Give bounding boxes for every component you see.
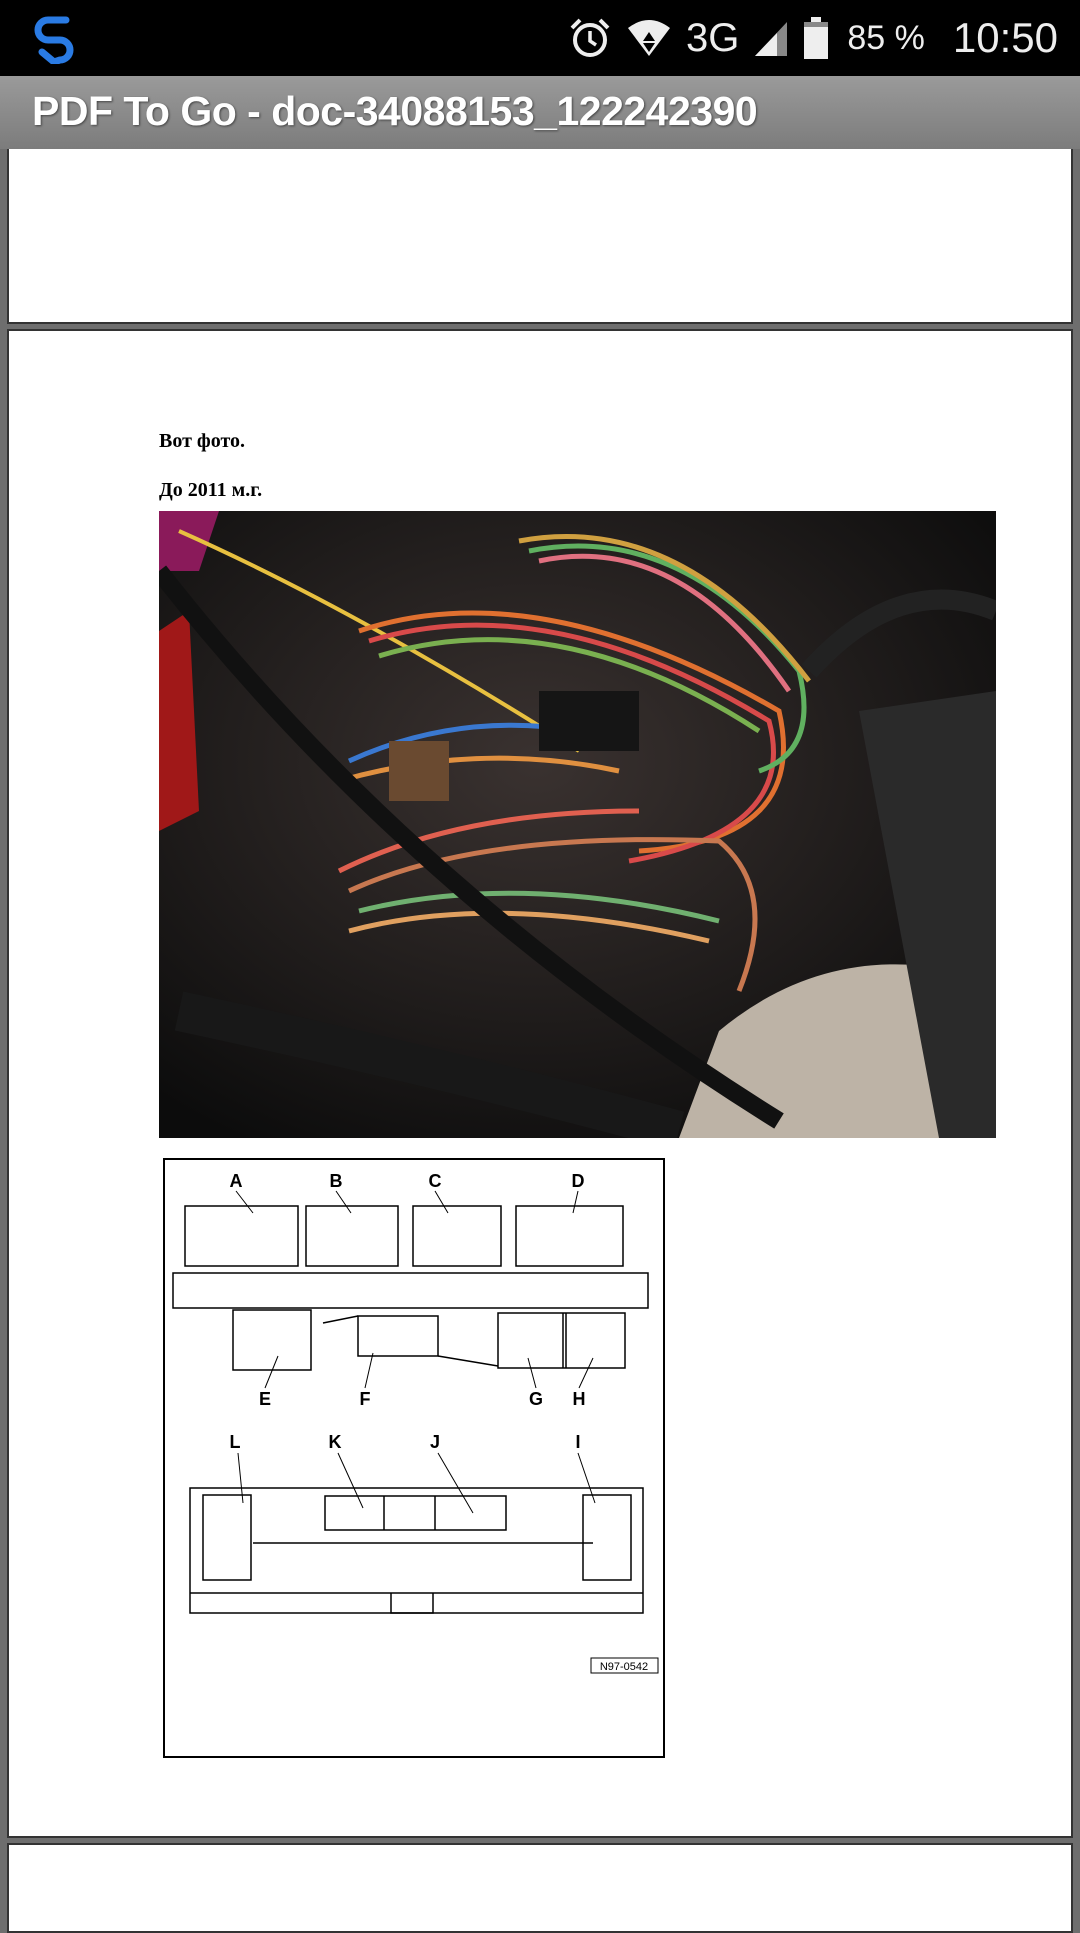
doc-text-line-2: До 2011 м.г. [159, 479, 263, 501]
wiring-photo [159, 511, 996, 1138]
battery-percent: 85 % [847, 18, 925, 57]
connector-diagram: A B C D E F G H L K J I N97-0542 [163, 1158, 665, 1758]
label-l: L [230, 1432, 241, 1452]
label-f: F [360, 1389, 371, 1409]
label-b: B [330, 1171, 343, 1191]
status-bar: 3G 85 % 10:50 [0, 0, 1080, 76]
label-e: E [259, 1389, 271, 1409]
label-h: H [573, 1389, 586, 1409]
label-d: D [572, 1171, 585, 1191]
label-a: A [230, 1171, 243, 1191]
alarm-icon [570, 18, 610, 57]
label-i: I [575, 1432, 580, 1452]
shield-s-icon [34, 16, 74, 64]
label-j: J [430, 1432, 440, 1452]
document-title: PDF To Go - doc-34088153_122242390 [32, 88, 758, 134]
doc-text-line-1: Вот фото. [159, 430, 246, 452]
battery-icon [804, 17, 829, 59]
label-c: C [429, 1171, 442, 1191]
wifi-icon [628, 20, 671, 56]
signal-icon [755, 22, 788, 56]
pdf-page-3[interactable] [7, 1843, 1073, 1933]
network-type: 3G [686, 15, 740, 60]
app-title-bar: PDF To Go - doc-34088153_122242390 [0, 76, 1080, 149]
diagram-reference: N97-0542 [600, 1661, 648, 1673]
pdf-page-1[interactable] [7, 149, 1073, 324]
label-k: K [329, 1432, 342, 1452]
clock: 10:50 [952, 14, 1058, 61]
label-g: G [529, 1389, 543, 1409]
